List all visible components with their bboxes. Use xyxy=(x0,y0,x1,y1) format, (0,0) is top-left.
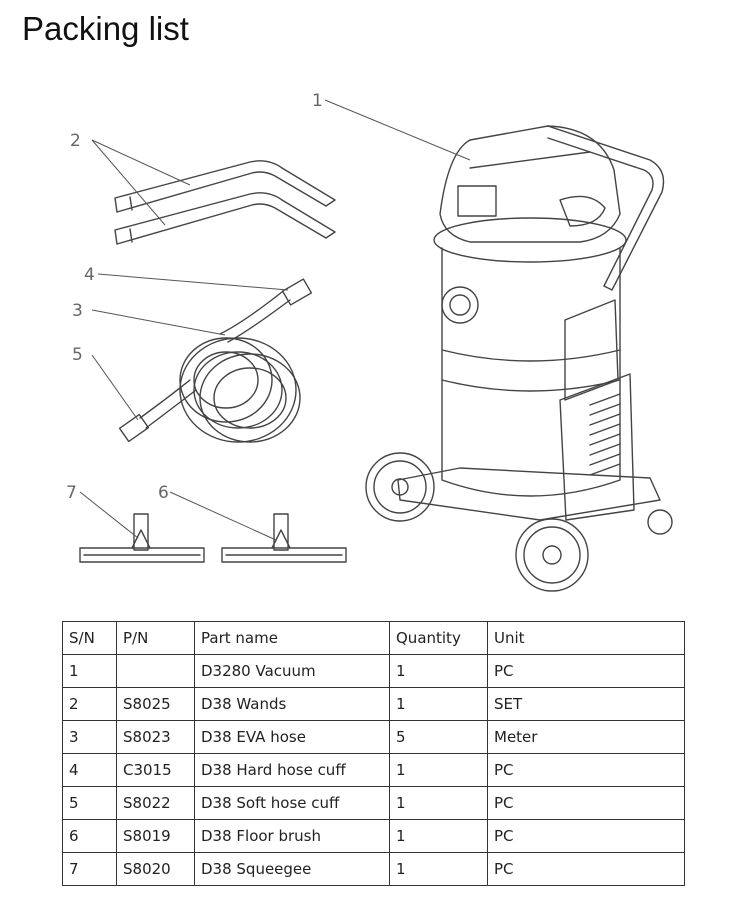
cell-unit: PC xyxy=(487,654,685,688)
cell-pn: S8022 xyxy=(116,786,195,820)
cell-quantity: 5 xyxy=(389,720,488,754)
cell-unit: PC xyxy=(487,852,685,886)
cell-pn: S8020 xyxy=(116,852,195,886)
cell-unit: PC xyxy=(487,753,685,787)
callout-4: 4 xyxy=(84,265,95,285)
header-quantity: Quantity xyxy=(389,621,488,655)
callout-1: 1 xyxy=(312,91,323,111)
callout-2: 2 xyxy=(70,131,81,151)
callout-7: 7 xyxy=(66,483,77,503)
cell-unit: PC xyxy=(487,819,685,853)
packing-list-table: S/N P/N Part name Quantity Unit 1 D3280 … xyxy=(62,621,685,886)
cell-unit: SET xyxy=(487,687,685,721)
header-pn: P/N xyxy=(116,621,195,655)
cell-pn xyxy=(116,654,195,688)
wands-illustration xyxy=(114,160,336,245)
callout-leaders xyxy=(79,99,471,541)
cell-part-name: D38 Floor brush xyxy=(194,819,390,853)
cell-quantity: 1 xyxy=(389,687,488,721)
cell-sn: 4 xyxy=(62,753,117,787)
table-row: 6 S8019 D38 Floor brush 1 PC xyxy=(62,819,685,853)
cell-pn: S8023 xyxy=(116,720,195,754)
header-sn: S/N xyxy=(62,621,117,655)
cell-unit: Meter xyxy=(487,720,685,754)
cell-sn: 3 xyxy=(62,720,117,754)
header-part-name: Part name xyxy=(194,621,390,655)
hose-illustration xyxy=(118,278,313,443)
cell-sn: 1 xyxy=(62,654,117,688)
cell-part-name: D38 Squeegee xyxy=(194,852,390,886)
header-unit: Unit xyxy=(487,621,685,655)
cell-sn: 7 xyxy=(62,852,117,886)
table-row: 7 S8020 D38 Squeegee 1 PC xyxy=(62,852,685,886)
table-row: 2 S8025 D38 Wands 1 SET xyxy=(62,687,685,721)
cell-part-name: D38 Hard hose cuff xyxy=(194,753,390,787)
cell-quantity: 1 xyxy=(389,852,488,886)
cell-quantity: 1 xyxy=(389,654,488,688)
page-title: Packing list xyxy=(22,10,189,47)
callout-5: 5 xyxy=(72,345,83,365)
cell-part-name: D3280 Vacuum xyxy=(194,654,390,688)
cell-sn: 5 xyxy=(62,786,117,820)
cell-quantity: 1 xyxy=(389,819,488,853)
cell-unit: PC xyxy=(487,786,685,820)
squeegee-illustration xyxy=(79,513,205,563)
cell-part-name: D38 Wands xyxy=(194,687,390,721)
cell-quantity: 1 xyxy=(389,786,488,820)
cell-part-name: D38 EVA hose xyxy=(194,720,390,754)
cell-sn: 2 xyxy=(62,687,117,721)
cell-pn: S8019 xyxy=(116,819,195,853)
table-row: 3 S8023 D38 EVA hose 5 Meter xyxy=(62,720,685,754)
table-row: 1 D3280 Vacuum 1 PC xyxy=(62,654,685,688)
cell-quantity: 1 xyxy=(389,753,488,787)
floor-brush-illustration xyxy=(221,513,347,563)
callout-6: 6 xyxy=(158,483,169,503)
callout-3: 3 xyxy=(72,301,83,321)
parts-drawing: 1 2 3 4 5 6 7 xyxy=(66,91,673,592)
table-row: 5 S8022 D38 Soft hose cuff 1 PC xyxy=(62,786,685,820)
cell-pn: S8025 xyxy=(116,687,195,721)
table-row: 4 C3015 D38 Hard hose cuff 1 PC xyxy=(62,753,685,787)
exploded-parts-figure: 1 2 3 4 5 6 7 xyxy=(0,60,750,620)
vacuum-illustration xyxy=(365,125,673,592)
cell-sn: 6 xyxy=(62,819,117,853)
cell-pn: C3015 xyxy=(116,753,195,787)
cell-part-name: D38 Soft hose cuff xyxy=(194,786,390,820)
table-header-row: S/N P/N Part name Quantity Unit xyxy=(62,621,685,655)
